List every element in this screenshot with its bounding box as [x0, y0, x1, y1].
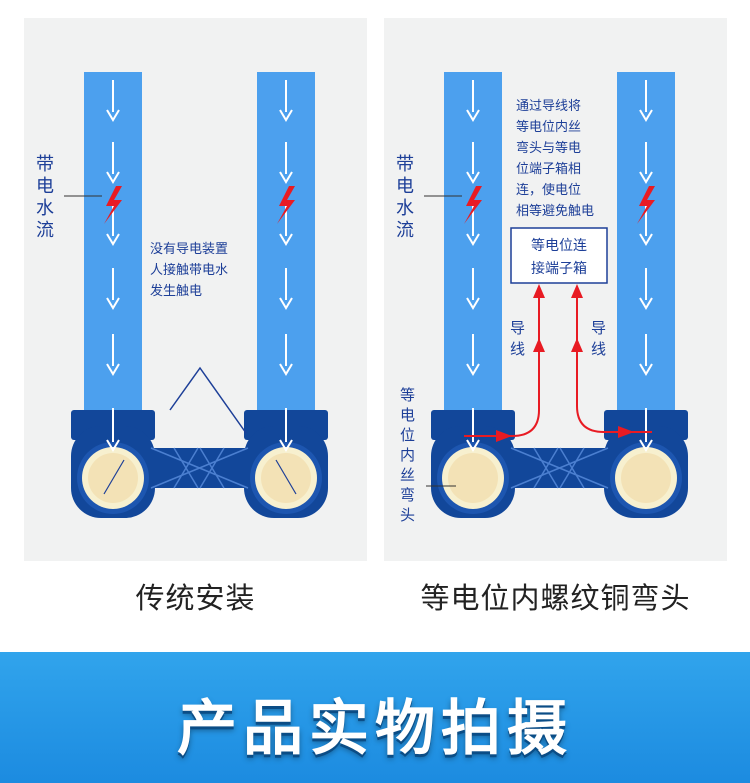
bottom-banner: 产品实物拍摄: [0, 652, 750, 783]
caption-traditional: 传统安装: [135, 581, 256, 615]
svg-text:位端子箱相: 位端子箱相: [516, 161, 581, 177]
down-arrow-icon: [466, 171, 480, 184]
right-elbow: [604, 410, 688, 518]
down-arrow-icon: [466, 233, 480, 246]
right-pipe: [257, 72, 315, 422]
svg-text:电: 电: [400, 406, 415, 424]
lightning-icon: [277, 186, 295, 224]
wire-label-left: 导 线: [510, 319, 525, 358]
down-arrow-icon: [279, 439, 293, 452]
svg-text:内: 内: [400, 446, 415, 464]
traditional-install-diagram: 带 电 水 流 没有导电装置 人接触带电水 发生触电: [36, 72, 328, 518]
svg-text:线: 线: [510, 340, 525, 358]
up-arrow-icon: [533, 338, 545, 352]
lightning-icon: [464, 186, 482, 224]
svg-text:头: 头: [400, 506, 415, 524]
svg-text:水: 水: [36, 198, 54, 219]
down-arrow-icon: [639, 109, 653, 122]
red-wire-left: [464, 292, 540, 437]
terminal-box: 等电位连 接端子箱: [510, 227, 608, 284]
svg-text:发生触电: 发生触电: [150, 283, 202, 299]
svg-text:弯头与等电: 弯头与等电: [516, 140, 581, 156]
svg-text:通过导线将: 通过导线将: [516, 99, 581, 114]
red-wire-right: [576, 292, 652, 433]
water-label: 带 电 水 流: [36, 154, 54, 241]
lightning-icon: [104, 186, 122, 224]
svg-text:带: 带: [36, 154, 54, 175]
svg-text:连，使电位: 连，使电位: [516, 182, 581, 198]
down-arrow-icon: [466, 109, 480, 122]
down-arrow-icon: [279, 363, 293, 376]
left-elbow: [431, 410, 515, 518]
down-arrow-icon: [639, 233, 653, 246]
down-arrow-icon: [466, 297, 480, 310]
svg-text:流: 流: [396, 220, 414, 241]
svg-text:人接触带电水: 人接触带电水: [150, 262, 228, 278]
down-arrow-icon: [466, 363, 480, 376]
right-pipe: [617, 72, 675, 422]
connector-pipe: [510, 447, 609, 489]
down-arrow-icon: [106, 171, 120, 184]
svg-text:带: 带: [396, 154, 414, 175]
traditional-note: 没有导电装置 人接触带电水 发生触电: [150, 242, 228, 299]
svg-text:导: 导: [510, 319, 525, 337]
svg-text:等: 等: [400, 386, 415, 404]
down-arrow-icon: [106, 363, 120, 376]
down-arrow-icon: [106, 439, 120, 452]
svg-text:线: 线: [591, 340, 606, 358]
wire-arrow-icon: [618, 426, 634, 438]
lightning-icon: [637, 186, 655, 224]
svg-text:没有导电装置: 没有导电装置: [150, 242, 228, 257]
down-arrow-icon: [106, 233, 120, 246]
banner-title: 产品实物拍摄: [177, 694, 573, 764]
down-arrow-icon: [106, 297, 120, 310]
down-arrow-icon: [639, 297, 653, 310]
down-arrow-icon: [279, 233, 293, 246]
svg-text:弯: 弯: [400, 486, 415, 504]
equipotential-install-diagram: 等电位连 接端子箱 导 线 导 线 带 电 水 流 通过导线将 等电位内丝 弯头…: [396, 72, 688, 524]
svg-text:丝: 丝: [400, 466, 415, 484]
down-arrow-icon: [279, 109, 293, 122]
svg-text:等电位内丝: 等电位内丝: [516, 119, 581, 135]
connector-pipe: [150, 447, 249, 489]
up-arrow-icon: [533, 284, 545, 298]
right-elbow: [244, 410, 328, 518]
svg-text:电: 电: [36, 176, 54, 197]
svg-text:等电位连: 等电位连: [531, 237, 587, 254]
down-arrow-icon: [639, 363, 653, 376]
water-label: 带 电 水 流: [396, 154, 414, 241]
caption-equipotential: 等电位内螺纹铜弯头: [420, 581, 691, 615]
svg-text:位: 位: [400, 426, 415, 444]
left-pipe: [84, 72, 142, 422]
wire-arrow-icon: [496, 430, 512, 442]
down-arrow-icon: [639, 439, 653, 452]
equipotential-note: 通过导线将 等电位内丝 弯头与等电 位端子箱相 连，使电位 相等避免触电: [516, 99, 594, 219]
up-arrow-icon: [571, 338, 583, 352]
svg-text:水: 水: [396, 198, 414, 219]
svg-text:相等避免触电: 相等避免触电: [516, 203, 594, 219]
down-arrow-icon: [639, 171, 653, 184]
elbow-label: 等 电 位 内 丝 弯 头: [400, 386, 415, 524]
svg-text:导: 导: [591, 319, 606, 337]
down-arrow-icon: [466, 439, 480, 452]
right-panel-equipotential: 等电位连 接端子箱 导 线 导 线 带 电 水 流 通过导线将 等电位内丝 弯头…: [384, 18, 727, 561]
left-pipe: [444, 72, 502, 422]
wire-label-right: 导 线: [591, 319, 606, 358]
svg-text:接端子箱: 接端子箱: [531, 260, 587, 277]
down-arrow-icon: [279, 171, 293, 184]
down-arrow-icon: [106, 109, 120, 122]
up-arrow-icon: [571, 284, 583, 298]
down-arrow-icon: [279, 297, 293, 310]
svg-text:流: 流: [36, 220, 54, 241]
left-panel-traditional: 带 电 水 流 没有导电装置 人接触带电水 发生触电: [24, 18, 367, 561]
svg-text:电: 电: [396, 176, 414, 197]
